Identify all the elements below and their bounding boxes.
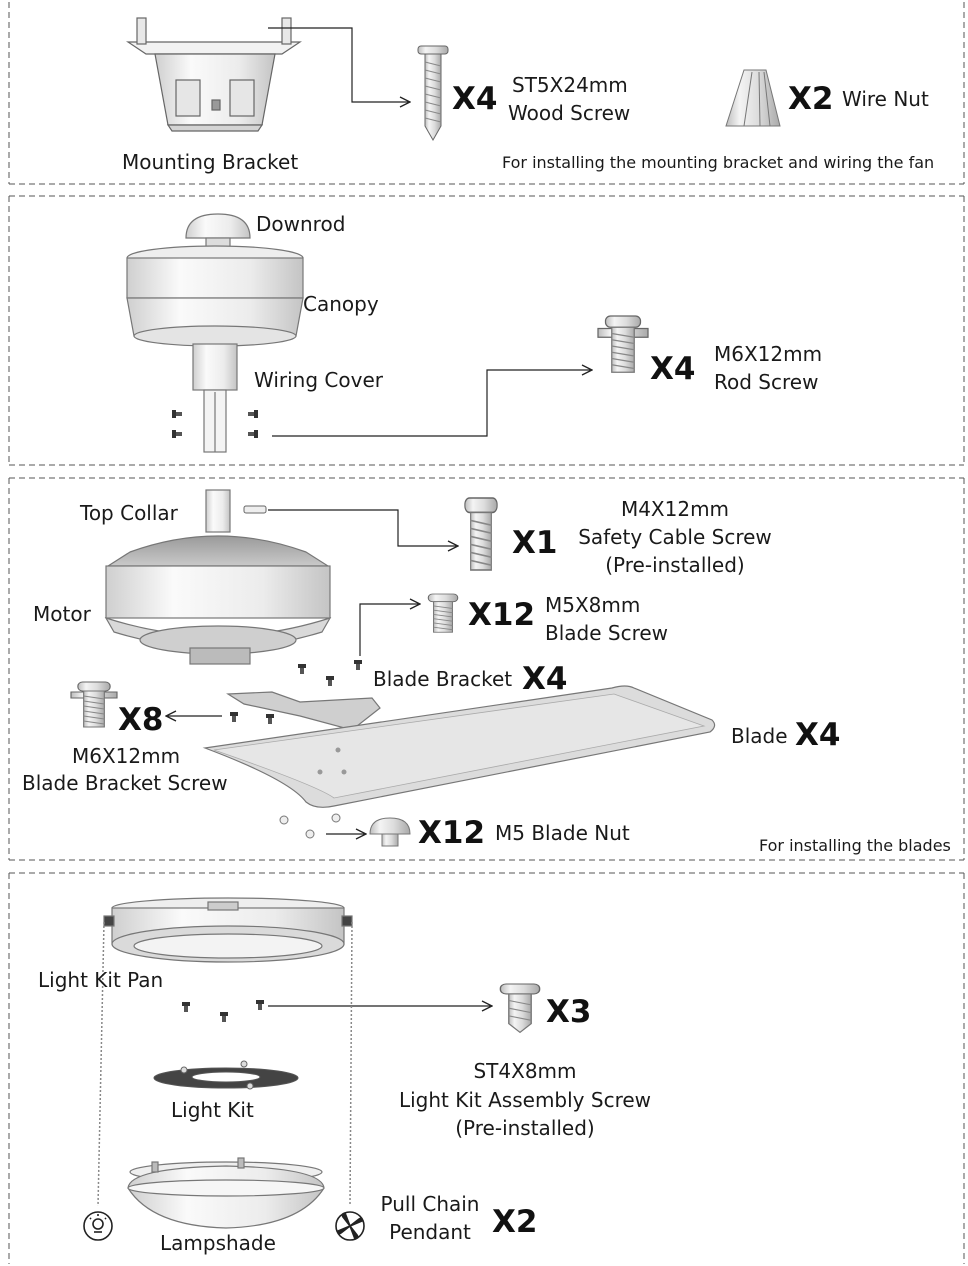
safety-screw-name: Safety Cable Screw bbox=[578, 525, 772, 549]
wood-screw-arrow bbox=[268, 27, 410, 102]
wood-screw-qty: X4 bbox=[452, 81, 498, 117]
light-kit-drawing bbox=[153, 1060, 299, 1090]
blade-screw-spec: M5X8mm bbox=[545, 593, 641, 617]
wood-screw-spec: ST5X24mm bbox=[512, 73, 628, 97]
wire-nut-drawing bbox=[725, 69, 781, 127]
bracket-screw-small-drawing bbox=[230, 712, 274, 724]
pull-chain-qty: X2 bbox=[492, 1204, 538, 1240]
motor-drawing bbox=[104, 489, 332, 665]
blades-note: For installing the blades bbox=[759, 836, 951, 855]
light-pendant-icon bbox=[83, 1211, 113, 1241]
blade-bracket-qty: X4 bbox=[522, 661, 568, 697]
assembly-screw-qty: X3 bbox=[546, 994, 592, 1030]
bracket-screw-spec: M6X12mm bbox=[72, 744, 181, 768]
motor-small-screws bbox=[298, 660, 362, 686]
wood-screw-drawing bbox=[417, 45, 449, 142]
assembly-screw-drawing bbox=[499, 983, 541, 1034]
blade-nut-name: M5 Blade Nut bbox=[495, 821, 630, 845]
safety-screw-spec: M4X12mm bbox=[620, 497, 730, 521]
rod-screw-qty: X4 bbox=[650, 351, 696, 387]
blade-screw-qty: X12 bbox=[468, 597, 536, 633]
bracket-screw-drawing bbox=[70, 681, 118, 728]
blade-bracket-drawing bbox=[226, 691, 381, 731]
light-kit-label: Light Kit bbox=[171, 1098, 254, 1122]
light-kit-pan-drawing bbox=[103, 897, 353, 963]
wood-screw-name: Wood Screw bbox=[508, 101, 631, 125]
mounting-note: For installing the mounting bracket and … bbox=[502, 153, 935, 172]
mounting-bracket-drawing bbox=[126, 17, 302, 132]
pull-chain-line1: Pull Chain bbox=[380, 1192, 480, 1216]
wiring-cover-label: Wiring Cover bbox=[254, 368, 383, 392]
rod-screw-drawing bbox=[597, 315, 649, 373]
motor-label: Motor bbox=[33, 602, 91, 626]
mounting-bracket-label: Mounting Bracket bbox=[122, 150, 299, 174]
section-frames bbox=[8, 2, 965, 1264]
assembly-screw-small-drawing bbox=[182, 1000, 264, 1022]
blade-bracket-label: Blade Bracket bbox=[373, 667, 513, 691]
fan-pendant-icon bbox=[335, 1211, 365, 1241]
lampshade-label: Lampshade bbox=[160, 1231, 276, 1255]
safety-screw-status: (Pre-installed) bbox=[605, 553, 745, 577]
blade-screw-arrow bbox=[359, 604, 420, 656]
pull-chain-line2: Pendant bbox=[389, 1220, 471, 1244]
lampshade-drawing bbox=[127, 1157, 325, 1229]
blade-qty: X4 bbox=[795, 717, 841, 753]
top-collar-label: Top Collar bbox=[80, 501, 178, 525]
assembly-screw-spec: ST4X8mm bbox=[473, 1059, 577, 1083]
blade-screw-drawing bbox=[427, 593, 459, 633]
safety-screw-arrow bbox=[268, 509, 458, 546]
assembly-screw-name: Light Kit Assembly Screw bbox=[398, 1088, 652, 1112]
safety-screw-qty: X1 bbox=[512, 525, 558, 561]
blade-drawing bbox=[202, 685, 716, 808]
canopy-drawing bbox=[126, 213, 304, 453]
canopy-label: Canopy bbox=[303, 292, 379, 316]
pull-chain-drawing bbox=[97, 921, 353, 1207]
bracket-screw-name: Blade Bracket Screw bbox=[22, 771, 228, 795]
rod-screw-arrow bbox=[272, 370, 592, 437]
rod-screw-name: Rod Screw bbox=[714, 370, 819, 394]
blade-nut-drawing bbox=[369, 817, 411, 847]
blade-label: Blade bbox=[731, 724, 788, 748]
assembly-screw-status: (Pre-installed) bbox=[455, 1116, 595, 1140]
safety-screw-drawing bbox=[464, 497, 498, 571]
blade-screw-name: Blade Screw bbox=[545, 621, 669, 645]
downrod-label: Downrod bbox=[256, 212, 346, 236]
blade-nut-small-drawing bbox=[279, 813, 341, 839]
blade-nut-qty: X12 bbox=[418, 815, 486, 851]
bracket-screw-qty: X8 bbox=[118, 702, 164, 738]
wire-nut-name: Wire Nut bbox=[842, 87, 929, 111]
safety-screw-small-drawing bbox=[243, 505, 267, 514]
rod-screw-spec: M6X12mm bbox=[714, 342, 823, 366]
light-kit-pan-label: Light Kit Pan bbox=[38, 968, 164, 992]
wire-nut-qty: X2 bbox=[788, 81, 834, 117]
